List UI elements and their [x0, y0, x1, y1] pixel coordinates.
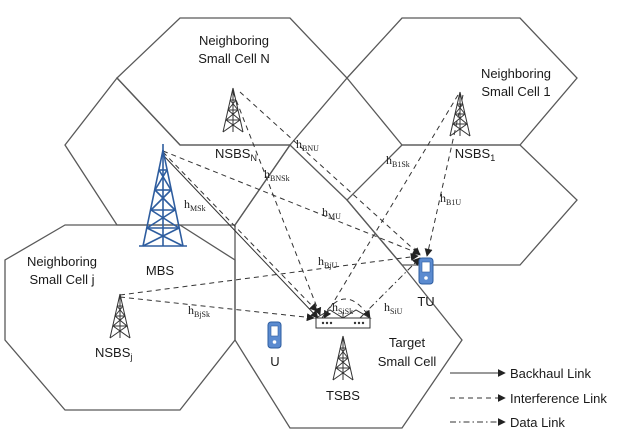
- nsbs-n-label: NSBSN: [215, 146, 257, 163]
- interference-link-nsbsn-tsbs: [232, 91, 322, 316]
- hex-cell-neighbor-j: [4, 224, 236, 411]
- cell-neighbor-n-label-line1: Neighboring: [199, 33, 269, 48]
- nsbs-1-label: NSBS1: [455, 146, 495, 163]
- interference-link-mbs-tu: [162, 150, 421, 256]
- channel-label-h-bju: hBjU: [318, 254, 338, 270]
- tsbs-router-icon: [314, 309, 372, 329]
- cell-target-label-line2: Small Cell: [378, 354, 437, 369]
- u-phone-icon: [267, 321, 282, 349]
- legend-data-label: Data Link: [510, 415, 565, 430]
- interference-link-mbs-tsbs: [162, 151, 318, 312]
- cell-neighbor-1-label-line1: Neighboring: [481, 66, 551, 81]
- tsbs-label: TSBS: [326, 388, 360, 403]
- nsbs-n-tower-icon: [222, 87, 244, 133]
- nsbs-j-label: NSBSj: [95, 345, 132, 362]
- channel-label-h-b1u: hB1U: [440, 191, 461, 207]
- hex-cell-neighbor-1-lower: [346, 144, 578, 266]
- channel-label-h-mu: hMU: [322, 205, 341, 221]
- tsbs-tower-icon: [332, 335, 354, 381]
- channel-label-h-siu: hSiU: [384, 300, 403, 316]
- cell-neighbor-j-label-line1: Neighboring: [27, 254, 97, 269]
- channel-label-h-bnu: hBNU: [296, 137, 319, 153]
- nsbs-j-tower-icon: [109, 293, 131, 339]
- tu-phone-icon: [418, 257, 434, 285]
- interference-link-nsbsn-tu: [239, 91, 421, 256]
- mbs-tower-icon: [139, 144, 187, 247]
- legend-interference-label: Interference Link: [510, 391, 607, 406]
- cell-target-label-line1: Target: [389, 335, 426, 350]
- legend-backhaul-label: Backhaul Link: [510, 366, 591, 381]
- channel-label-h-bnsk: hBNSk: [264, 167, 290, 183]
- cell-neighbor-j-label-line2: Small Cell j: [29, 272, 94, 287]
- data-link-tsbs-tu: [359, 257, 421, 319]
- mbs-label: MBS: [146, 263, 175, 278]
- cell-neighbor-1-label-line2: Small Cell 1: [481, 84, 550, 99]
- cell-neighbor-n-label-line2: Small Cell N: [198, 51, 270, 66]
- channel-label-h-b1sk: hB1Sk: [386, 153, 410, 169]
- interference-link-tsbs-self: [321, 298, 371, 319]
- hex-cell-neighbor-1: [346, 17, 578, 146]
- backhaul-link-mbs-tsbs: [162, 154, 319, 319]
- channel-label-h-bjsk: hBjSk: [188, 303, 210, 319]
- legend: Backhaul Link Interference Link Data Lin…: [450, 366, 607, 430]
- u-label: U: [270, 354, 279, 369]
- nsbs-1-tower-icon: [449, 91, 471, 137]
- interference-link-nsbs1-tsbs: [323, 94, 459, 319]
- interference-link-nsbs1-tu: [424, 94, 464, 257]
- hex-cell-target: [234, 143, 463, 429]
- channel-label-h-sisk: hSiSk: [332, 300, 353, 316]
- interference-link-nsbsj-tsbs: [119, 296, 315, 322]
- channel-label-h-msk: hMSk: [184, 197, 206, 213]
- tu-label: TU: [417, 294, 434, 309]
